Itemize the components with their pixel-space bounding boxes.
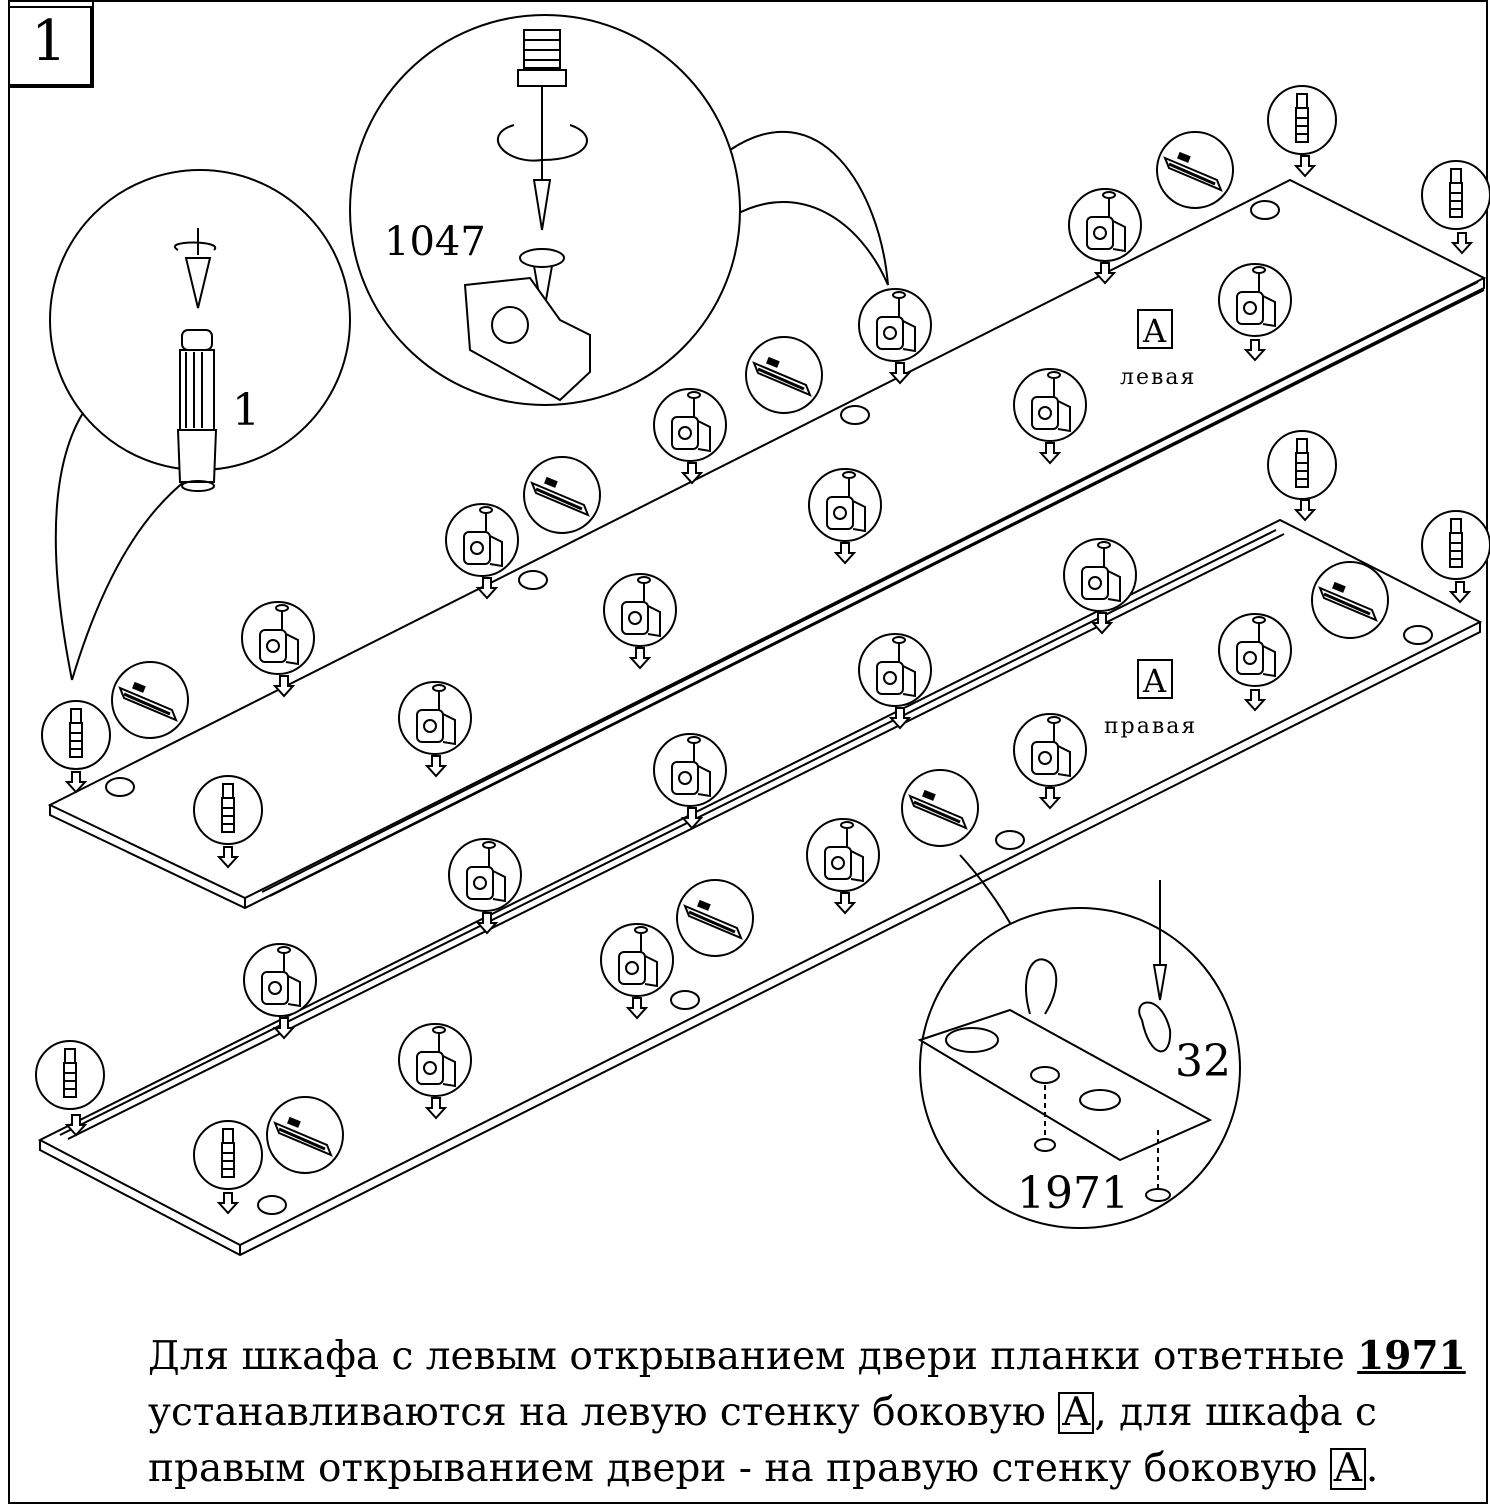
dowel-part-number: 1 bbox=[232, 385, 260, 436]
instruction-caption: Для шкафа с левым открыванием двери план… bbox=[148, 1328, 1466, 1497]
screw-part-number: 1047 bbox=[384, 219, 486, 265]
caption-line-3: правым открыванием двери - на правую сте… bbox=[148, 1441, 1428, 1497]
plate-part-number: 1971 bbox=[1017, 1168, 1129, 1219]
screw-detail-callout bbox=[349, 14, 889, 406]
step-box bbox=[8, 0, 94, 88]
panel-label-left: левая bbox=[1120, 365, 1196, 390]
caption-text-3: , для шкафа с bbox=[1094, 1390, 1377, 1435]
caption-panel-letter-1: A bbox=[1058, 1392, 1095, 1434]
fittings-left-panel bbox=[41, 85, 1490, 868]
caption-line-2: устанавливаются на левую стенку боковую … bbox=[148, 1385, 1428, 1441]
step-box-inner bbox=[8, 6, 92, 86]
caption-text-4: правым открыванием двери - на правую сте… bbox=[148, 1446, 1330, 1491]
panel-letter-left: A bbox=[1142, 312, 1167, 350]
step-number: 1 bbox=[31, 9, 67, 74]
panel-letter-box-left bbox=[1137, 309, 1173, 349]
caption-line-1: Для шкафа с левым открыванием двери план… bbox=[148, 1328, 1466, 1385]
panel-label-right: правая bbox=[1104, 714, 1197, 739]
caption-part-number: 1971 bbox=[1357, 1333, 1466, 1379]
assembly-diagram: 1047 1 1971 32 A левая A правая bbox=[35, 14, 1490, 1257]
page-frame bbox=[8, 0, 1488, 1504]
panel-letter-right: A bbox=[1142, 662, 1167, 700]
fittings-right-panel bbox=[35, 430, 1490, 1215]
caption-panel-letter-2: A bbox=[1329, 1448, 1366, 1490]
caption-text-2: устанавливаются на левую стенку боковую bbox=[148, 1390, 1059, 1435]
panel-letter-box-right bbox=[1137, 659, 1173, 699]
dowel-detail-callout bbox=[49, 169, 351, 681]
plate-screw-part-number: 32 bbox=[1175, 1036, 1231, 1087]
caption-text-1: Для шкафа с левым открыванием двери план… bbox=[148, 1334, 1358, 1379]
caption-text-5: . bbox=[1365, 1446, 1379, 1491]
plate-detail-callout bbox=[917, 854, 1241, 1229]
